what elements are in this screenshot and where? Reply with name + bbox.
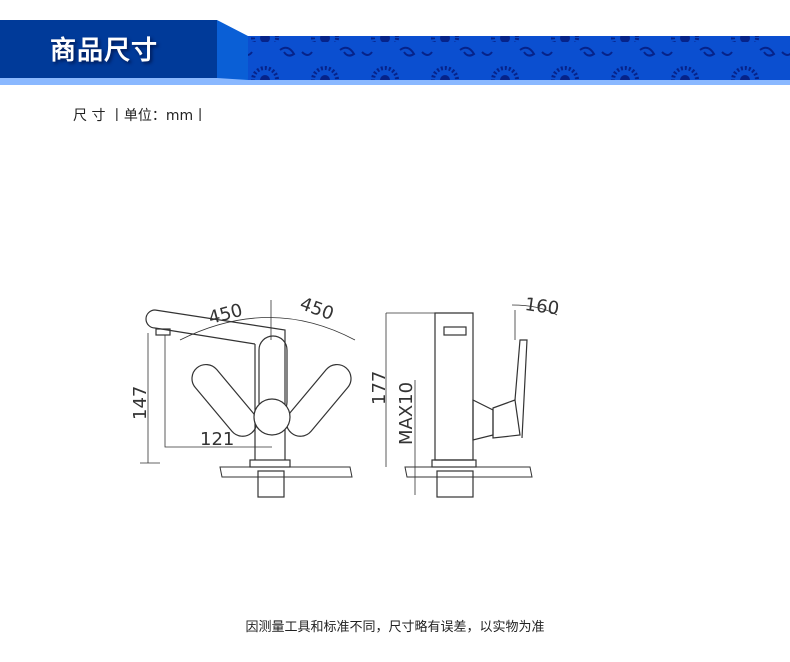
swivel-left-dimension: 450 bbox=[206, 300, 245, 329]
side-view: 177 MAX10 160 bbox=[369, 294, 560, 498]
total-height-dimension: 177 bbox=[369, 371, 390, 405]
front-view: 450 450 147 121 bbox=[130, 293, 356, 498]
section-title: 商品尺寸 bbox=[50, 36, 159, 66]
max-deck-thickness-dimension: MAX10 bbox=[396, 382, 417, 445]
section-banner bbox=[0, 20, 790, 85]
unit-label: 尺 寸 丨单位：mm丨 bbox=[73, 108, 208, 124]
reach-dimension: 121 bbox=[200, 429, 234, 450]
handle-swing-dimension: 160 bbox=[523, 294, 560, 320]
spout-height-dimension: 147 bbox=[130, 386, 151, 420]
measurement-disclaimer: 因测量工具和标准不同，尺寸略有误差，以实物为准 bbox=[245, 620, 545, 635]
swivel-right-dimension: 450 bbox=[297, 293, 336, 324]
faucet-dimension-drawing: 450 450 147 121 177 MAX10 160 bbox=[130, 293, 560, 498]
